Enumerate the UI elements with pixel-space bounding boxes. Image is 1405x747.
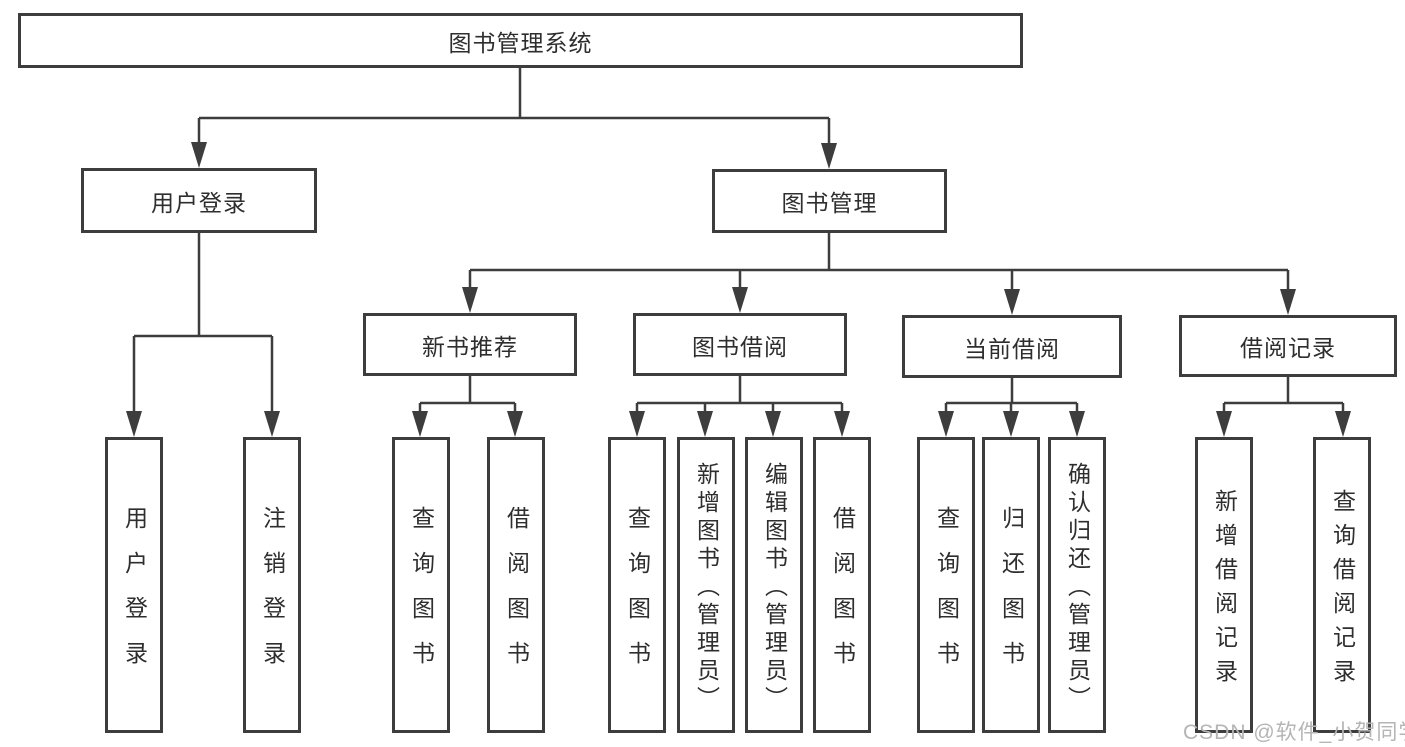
leaf-borrow-books-recommend-label: 借阅图书 xyxy=(503,506,530,686)
leaf-query-books-current-label: 查询图书 xyxy=(933,506,960,686)
arrow-down-icon xyxy=(732,287,748,313)
leaf-user-login: 用户登录 xyxy=(105,437,163,733)
leaf-return-books-label: 归还图书 xyxy=(998,506,1025,686)
node-book-management-label: 图书管理 xyxy=(781,190,878,216)
arrow-down-icon xyxy=(462,287,478,313)
node-user-login-label: 用户登录 xyxy=(151,189,247,216)
leaf-logout-login-label: 注销登录 xyxy=(259,506,286,686)
leaf-query-books-recommend-label: 查询图书 xyxy=(408,506,435,686)
arrow-down-icon xyxy=(126,411,142,437)
node-borrow-records-label: 借阅记录 xyxy=(1240,335,1336,361)
node-book-management: 图书管理 xyxy=(712,169,947,233)
leaf-add-books-admin: 新增图书（管理员） xyxy=(677,437,735,733)
leaf-user-login-label: 用户登录 xyxy=(121,506,148,686)
node-book-borrowing: 图书借阅 xyxy=(633,313,847,376)
leaf-edit-books-admin: 编辑图书（管理员） xyxy=(745,437,803,733)
arrow-down-icon xyxy=(412,411,428,437)
node-new-book-recommend: 新书推荐 xyxy=(363,313,577,376)
leaf-borrow-books-label: 借阅图书 xyxy=(829,506,856,686)
node-book-borrowing-label: 图书借阅 xyxy=(692,333,788,360)
arrow-down-icon xyxy=(1003,411,1019,437)
node-borrow-records: 借阅记录 xyxy=(1179,315,1397,377)
node-root: 图书管理系统 xyxy=(18,13,1023,68)
leaf-edit-books-admin-label: 编辑图书（管理员） xyxy=(761,461,788,714)
node-root-label: 图书管理系统 xyxy=(448,29,593,56)
leaf-add-borrow-record: 新增借阅记录 xyxy=(1195,437,1253,733)
leaf-query-borrow-record-label: 查询借阅记录 xyxy=(1329,488,1356,693)
arrow-down-icon xyxy=(697,411,713,437)
arrow-down-icon xyxy=(834,411,850,437)
leaf-borrow-books-recommend: 借阅图书 xyxy=(487,437,545,733)
leaf-add-borrow-record-label: 新增借阅记录 xyxy=(1211,488,1238,693)
arrow-down-icon xyxy=(765,411,781,437)
leaf-query-books-borrowing-label: 查询图书 xyxy=(624,506,651,686)
arrow-down-icon xyxy=(938,411,954,437)
arrow-down-icon xyxy=(1069,411,1085,437)
leaf-confirm-return-admin: 确认归还（管理员） xyxy=(1048,437,1106,733)
leaf-query-books-current: 查询图书 xyxy=(917,437,975,733)
arrow-down-icon xyxy=(507,411,523,437)
arrow-down-icon xyxy=(1216,411,1232,437)
arrow-down-icon xyxy=(629,411,645,437)
arrow-down-icon xyxy=(264,411,280,437)
node-user-login: 用户登录 xyxy=(81,168,317,233)
node-current-borrowing: 当前借阅 xyxy=(902,315,1122,378)
connector-path xyxy=(132,68,1345,417)
leaf-query-borrow-record: 查询借阅记录 xyxy=(1313,437,1371,733)
arrow-down-icon xyxy=(191,142,207,168)
arrow-down-icon xyxy=(821,143,837,169)
watermark: CSDN @软件_小贺同学 xyxy=(1183,721,1405,744)
leaf-return-books: 归还图书 xyxy=(982,437,1040,733)
leaf-logout-login: 注销登录 xyxy=(243,437,301,733)
leaf-confirm-return-admin-label: 确认归还（管理员） xyxy=(1064,461,1091,714)
leaf-add-books-admin-label: 新增图书（管理员） xyxy=(693,461,720,714)
arrow-down-icon xyxy=(1335,411,1351,437)
arrow-down-icon xyxy=(1280,289,1296,315)
leaf-query-books-recommend: 查询图书 xyxy=(392,437,450,733)
node-current-borrowing-label: 当前借阅 xyxy=(964,335,1060,362)
arrow-down-icon xyxy=(1004,289,1020,315)
leaf-query-books-borrowing: 查询图书 xyxy=(608,437,666,733)
node-new-book-recommend-label: 新书推荐 xyxy=(422,333,518,360)
leaf-borrow-books: 借阅图书 xyxy=(813,437,871,733)
